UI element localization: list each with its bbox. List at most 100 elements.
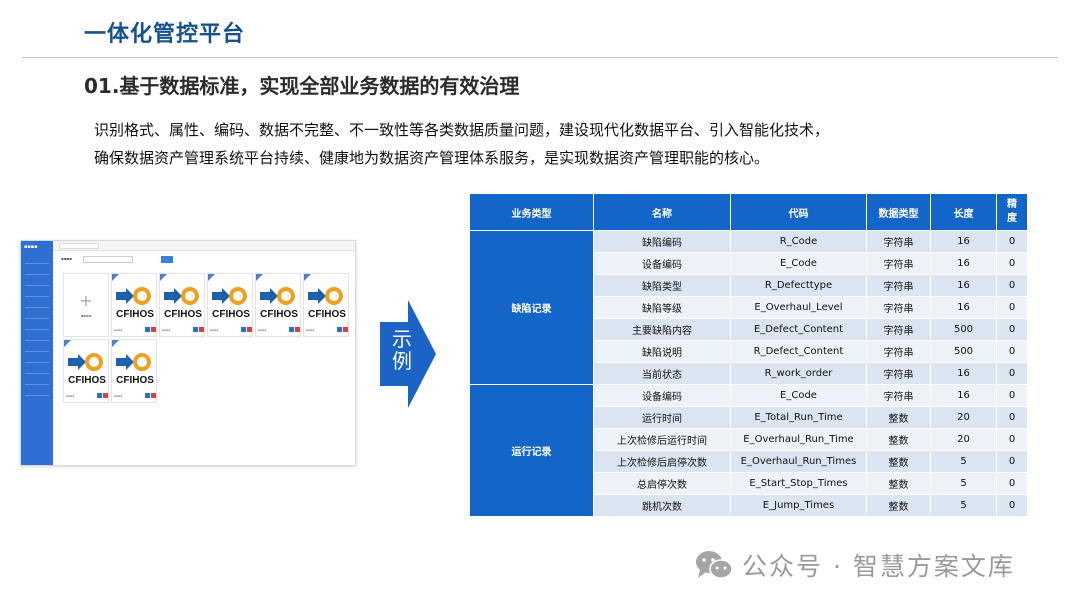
table-cell: 总启停次数	[593, 472, 731, 495]
table-cell: 跳机次数	[593, 494, 731, 517]
table-cell: 当前状态	[593, 362, 731, 385]
table-cell: E_Code	[730, 384, 867, 407]
table-cell: 字符串	[866, 340, 931, 363]
table-cell: E_Overhaul_Run_Times	[730, 450, 867, 473]
table-cell: 字符串	[866, 296, 931, 319]
cfihos-logo-text: CFIHOS	[308, 309, 346, 320]
cfihos-logo-icon: CFIHOS	[116, 287, 154, 320]
table-cell: 整数	[866, 428, 931, 451]
category-cell: 缺陷记录	[469, 230, 594, 385]
table-cell: 0	[996, 318, 1028, 341]
mini-search-input	[83, 256, 133, 263]
cfihos-logo-icon: CFIHOS	[212, 287, 250, 320]
add-card: + ▪▪▪▪	[63, 273, 109, 337]
section-description: 识别格式、属性、编码、数据不完整、不一致性等各类数据质量问题，建设现代化数据平台…	[94, 116, 994, 172]
table-cell: 0	[996, 406, 1028, 429]
table-cell: R_Defect_Content	[730, 340, 867, 363]
card-corner-mark	[112, 274, 119, 281]
mini-topbar	[53, 241, 355, 251]
card-footer: ▪▪▪▪	[66, 393, 108, 399]
table-cell: 0	[996, 274, 1028, 297]
table-cell: 20	[930, 406, 997, 429]
table-cell: 缺陷等级	[593, 296, 731, 319]
table-cell: 整数	[866, 406, 931, 429]
watermark: 公众号 · 智慧方案文库	[694, 548, 1015, 582]
card-footer: ▪▪▪▪	[162, 327, 204, 333]
mini-nav-item	[25, 256, 49, 264]
table-cell: 0	[996, 296, 1028, 319]
table-cell: 0	[996, 450, 1028, 473]
table-cell: E_Jump_Times	[730, 494, 867, 517]
mini-nav-item	[25, 300, 49, 308]
table-cell: 字符串	[866, 318, 931, 341]
table-cell: 主要缺陷内容	[593, 318, 731, 341]
wechat-icon	[696, 551, 733, 579]
mini-search-button	[161, 256, 173, 263]
card-footer: ▪▪▪▪	[210, 327, 252, 333]
table-cell: 字符串	[866, 274, 931, 297]
mini-logo: ▪▪▪▪	[24, 244, 38, 250]
table-cell: E_Defect_Content	[730, 318, 867, 341]
description-line: 识别格式、属性、编码、数据不完整、不一致性等各类数据质量问题，建设现代化数据平台…	[94, 121, 830, 139]
mini-nav-item	[25, 355, 49, 363]
header-divider	[22, 57, 1058, 58]
mini-search-row: ▪▪▪▪	[61, 256, 181, 264]
column-header: 精度	[996, 193, 1028, 231]
cfihos-card: CFIHOS ▪▪▪▪	[159, 273, 205, 337]
column-header: 代码	[730, 193, 867, 231]
cfihos-logo-icon: CFIHOS	[68, 353, 106, 386]
section-title: 01.基于数据标准，实现全部业务数据的有效治理	[84, 74, 520, 98]
mini-nav-item	[25, 322, 49, 330]
table-cell: R_work_order	[730, 362, 867, 385]
table-cell: E_Code	[730, 252, 867, 275]
table-cell: 0	[996, 428, 1028, 451]
table-cell: 16	[930, 296, 997, 319]
table-cell: 运行时间	[593, 406, 731, 429]
table-cell: 0	[996, 230, 1028, 253]
table-cell: 整数	[866, 472, 931, 495]
table-cell: 5	[930, 494, 997, 517]
table-cell: 16	[930, 384, 997, 407]
table-cell: 字符串	[866, 252, 931, 275]
plus-icon: +	[79, 290, 93, 310]
cfihos-logo-text: CFIHOS	[68, 375, 106, 386]
cfihos-logo-icon: CFIHOS	[308, 287, 346, 320]
cfihos-card: CFIHOS ▪▪▪▪	[255, 273, 301, 337]
table-cell: 缺陷类型	[593, 274, 731, 297]
column-header: 名称	[593, 193, 731, 231]
table-cell: 0	[996, 252, 1028, 275]
page-title: 一体化管控平台	[84, 22, 246, 47]
card-corner-mark	[256, 274, 263, 281]
mini-nav-item	[25, 311, 49, 319]
cfihos-card: CFIHOS ▪▪▪▪	[303, 273, 349, 337]
table-cell: R_Code	[730, 230, 867, 253]
table-cell: 缺陷编码	[593, 230, 731, 253]
table-cell: 500	[930, 318, 997, 341]
cfihos-logo-text: CFIHOS	[212, 309, 250, 320]
mini-nav-item	[25, 388, 49, 396]
mini-nav-item	[25, 377, 49, 385]
cfihos-logo-text: CFIHOS	[164, 309, 202, 320]
table-cell: 0	[996, 362, 1028, 385]
card-footer: ▪▪▪▪	[306, 327, 348, 333]
mini-search-label: ▪▪▪▪	[61, 256, 72, 261]
card-corner-mark	[208, 274, 215, 281]
card-footer: ▪▪▪▪	[114, 327, 156, 333]
table-cell: 上次检修后运行时间	[593, 428, 731, 451]
table-cell: 0	[996, 384, 1028, 407]
description-line: 确保数据资产管理系统平台持续、健康地为数据资产管理体系服务，是实现数据资产管理职…	[94, 149, 770, 167]
cfihos-logo-text: CFIHOS	[116, 309, 154, 320]
column-header: 数据类型	[866, 193, 931, 231]
cfihos-card: CFIHOS ▪▪▪▪	[111, 339, 157, 403]
table-cell: 20	[930, 428, 997, 451]
table-cell: 0	[996, 340, 1028, 363]
table-cell: 5	[930, 450, 997, 473]
